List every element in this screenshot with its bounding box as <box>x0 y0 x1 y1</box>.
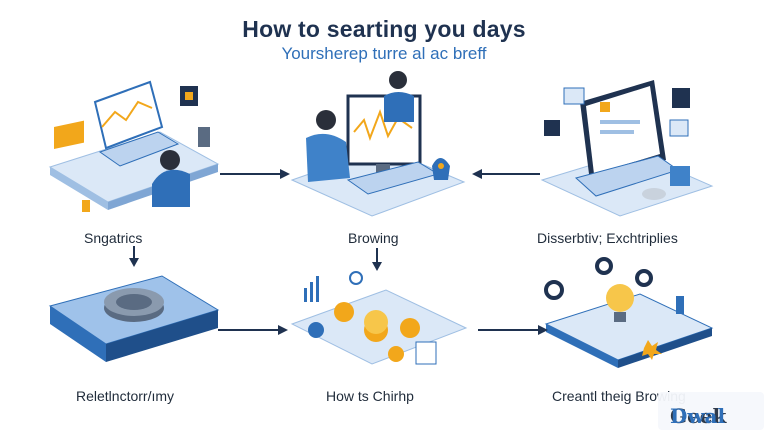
scene-platform-dial <box>48 275 220 362</box>
diagram-subtitle: Yoursherep turre al ac breff <box>281 44 487 63</box>
arrow-left-down <box>129 246 139 267</box>
arrow-bottom-left-to-center <box>218 325 288 335</box>
step-label-5: How ts Chirhp <box>326 388 414 404</box>
watermark-text-part2: Dwal <box>670 404 726 428</box>
arrow-center-down <box>372 248 382 271</box>
scene-analytics-laptop <box>48 80 220 212</box>
scene-coins-platform <box>290 271 468 365</box>
step-label-2: Browing <box>348 230 399 246</box>
arrow-bottom-center-to-right <box>478 325 548 335</box>
diagram-title: How to searting you days <box>242 16 526 42</box>
watermark-text-part1: Geek <box>670 404 727 428</box>
step-label-4: Reletlnctorr/ımy <box>76 388 175 404</box>
arrow-top-left-to-center <box>220 169 290 179</box>
step-label-3: Disserbtiv; Exchtriplies <box>537 230 678 246</box>
scene-idea-platform <box>544 257 714 368</box>
step-label-1: Sngatrics <box>84 230 143 246</box>
arrow-top-right-to-center <box>472 169 540 179</box>
scene-description-laptop <box>540 80 714 217</box>
scene-browsing-monitor <box>290 71 466 217</box>
step-label-6: Creantl theig Browing <box>552 388 686 404</box>
